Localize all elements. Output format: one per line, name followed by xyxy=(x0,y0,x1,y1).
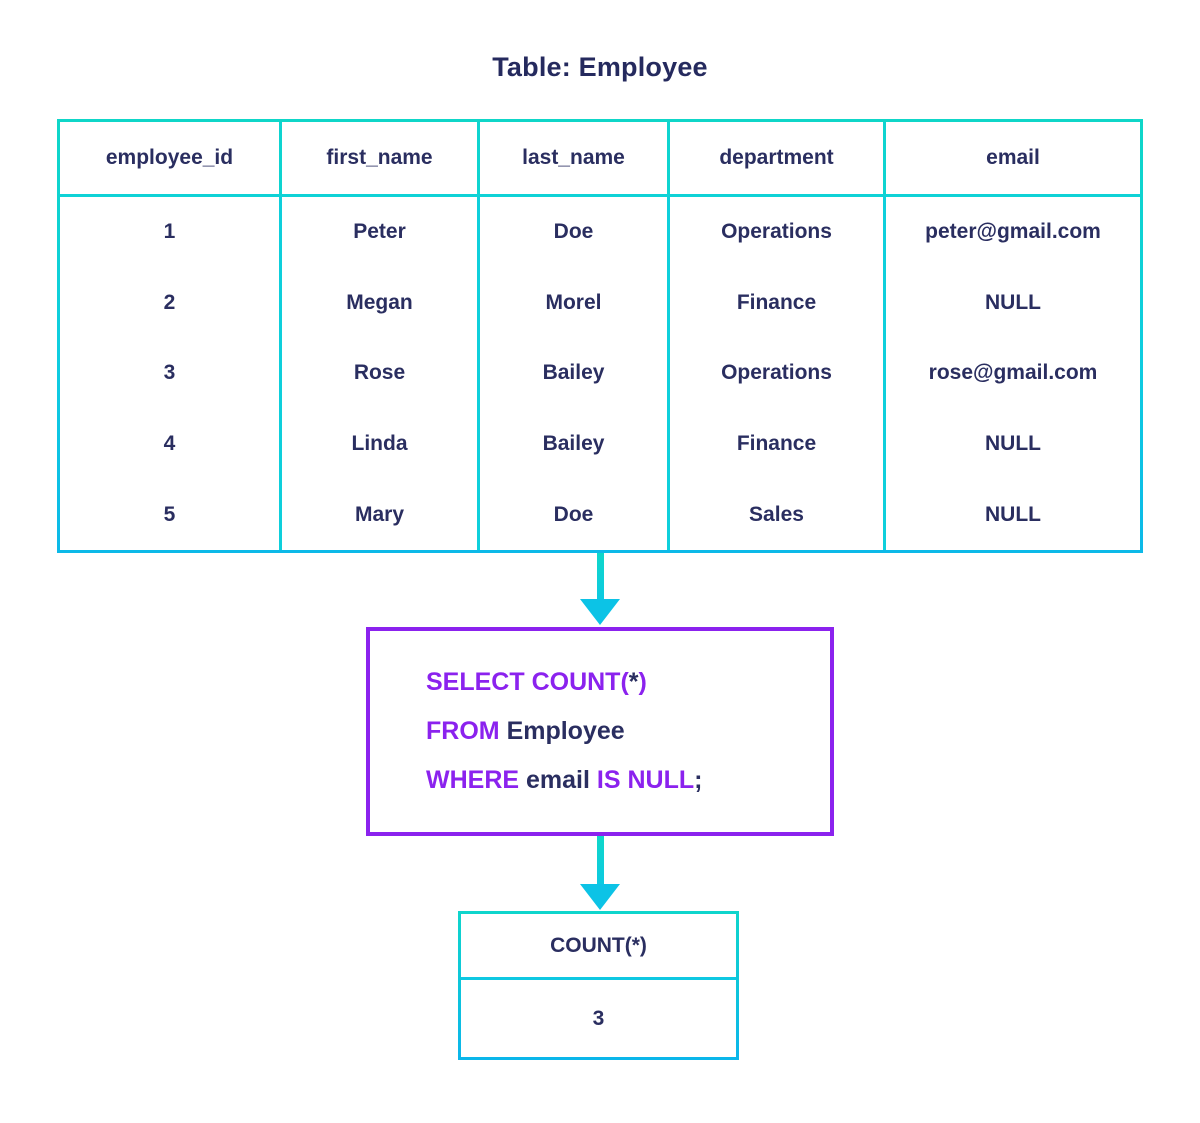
column-last-name: Doe Morel Bailey Bailey Doe xyxy=(480,197,670,550)
table-cell: 1 xyxy=(163,220,176,244)
sql-keyword-from: FROM xyxy=(426,717,500,745)
table-cell: peter@gmail.com xyxy=(925,220,1101,244)
table-cell: Mary xyxy=(354,502,405,526)
sql-identifier-employee: Employee xyxy=(506,717,625,745)
sql-line-2: FROM Employee xyxy=(426,707,830,756)
page-title: Table: Employee xyxy=(492,52,708,82)
sql-line-3: WHERE email IS NULL; xyxy=(426,756,830,805)
table-cell: Sales xyxy=(749,502,804,526)
table-cell: Peter xyxy=(353,220,406,244)
arrow-down-icon-query-to-result xyxy=(580,836,620,912)
result-table: COUNT(*) 3 xyxy=(458,911,739,1060)
table-cell: Linda xyxy=(351,432,408,456)
column-email: peter@gmail.com NULL rose@gmail.com NULL… xyxy=(886,197,1140,550)
table-cell: Rose xyxy=(353,361,406,385)
arrow-shaft xyxy=(597,836,604,886)
table-cell: Finance xyxy=(736,432,817,456)
column-header-department: department xyxy=(670,122,886,194)
table-cell: 2 xyxy=(163,290,176,314)
sql-keyword-where: WHERE xyxy=(426,766,520,794)
sql-line-1: SELECT COUNT(*) xyxy=(426,658,830,707)
column-first-name: Peter Megan Rose Linda Mary xyxy=(282,197,480,550)
table-cell: Operations xyxy=(721,220,832,244)
table-cell: 4 xyxy=(163,432,176,456)
table-cell: Doe xyxy=(553,502,594,526)
table-cell: NULL xyxy=(985,432,1041,456)
column-department: Operations Finance Operations Finance Sa… xyxy=(670,197,886,550)
column-header-email: email xyxy=(986,146,1040,169)
arrow-head xyxy=(580,884,620,910)
table-cell: 5 xyxy=(163,502,176,526)
source-table-employee: employee_id first_name last_name departm… xyxy=(57,119,1143,553)
table-cell: Bailey xyxy=(542,361,605,385)
column-header-first-name: first_name xyxy=(282,122,480,194)
table-cell: Morel xyxy=(545,290,602,314)
result-column-header-count: COUNT(*) xyxy=(461,914,736,980)
source-table-body: 1 2 3 4 5 Peter Megan Rose Linda Mary Do… xyxy=(60,197,1140,550)
sql-paren-open: ( xyxy=(620,668,629,696)
table-cell: rose@gmail.com xyxy=(928,361,1098,385)
result-value-cell: 3 xyxy=(592,1006,605,1030)
sql-paren-close: ) xyxy=(638,668,647,696)
sql-terminator: ; xyxy=(694,766,703,794)
column-header-employee-id: employee_id xyxy=(60,122,282,194)
table-cell: NULL xyxy=(985,502,1041,526)
column-employee-id: 1 2 3 4 5 xyxy=(60,197,282,550)
arrow-down-icon-table-to-query xyxy=(580,553,620,625)
table-cell: NULL xyxy=(985,290,1041,314)
sql-identifier-email: email xyxy=(526,766,590,794)
sql-keyword-select-count: SELECT COUNT xyxy=(426,668,621,696)
table-cell: Megan xyxy=(346,290,413,314)
arrow-head xyxy=(580,599,620,625)
source-table-header-row: employee_id first_name last_name departm… xyxy=(60,122,1140,197)
table-cell: 3 xyxy=(163,361,176,385)
table-cell: Bailey xyxy=(542,432,605,456)
sql-star: * xyxy=(628,668,639,696)
table-cell: Doe xyxy=(553,220,594,244)
sql-keyword-is-null: IS NULL xyxy=(596,766,695,794)
table-cell: Finance xyxy=(736,290,817,314)
arrow-shaft xyxy=(597,553,604,601)
sql-query-box: SELECT COUNT(*) FROM Employee WHERE emai… xyxy=(366,627,834,836)
table-cell: Operations xyxy=(721,361,832,385)
column-header-last-name: last_name xyxy=(480,122,670,194)
